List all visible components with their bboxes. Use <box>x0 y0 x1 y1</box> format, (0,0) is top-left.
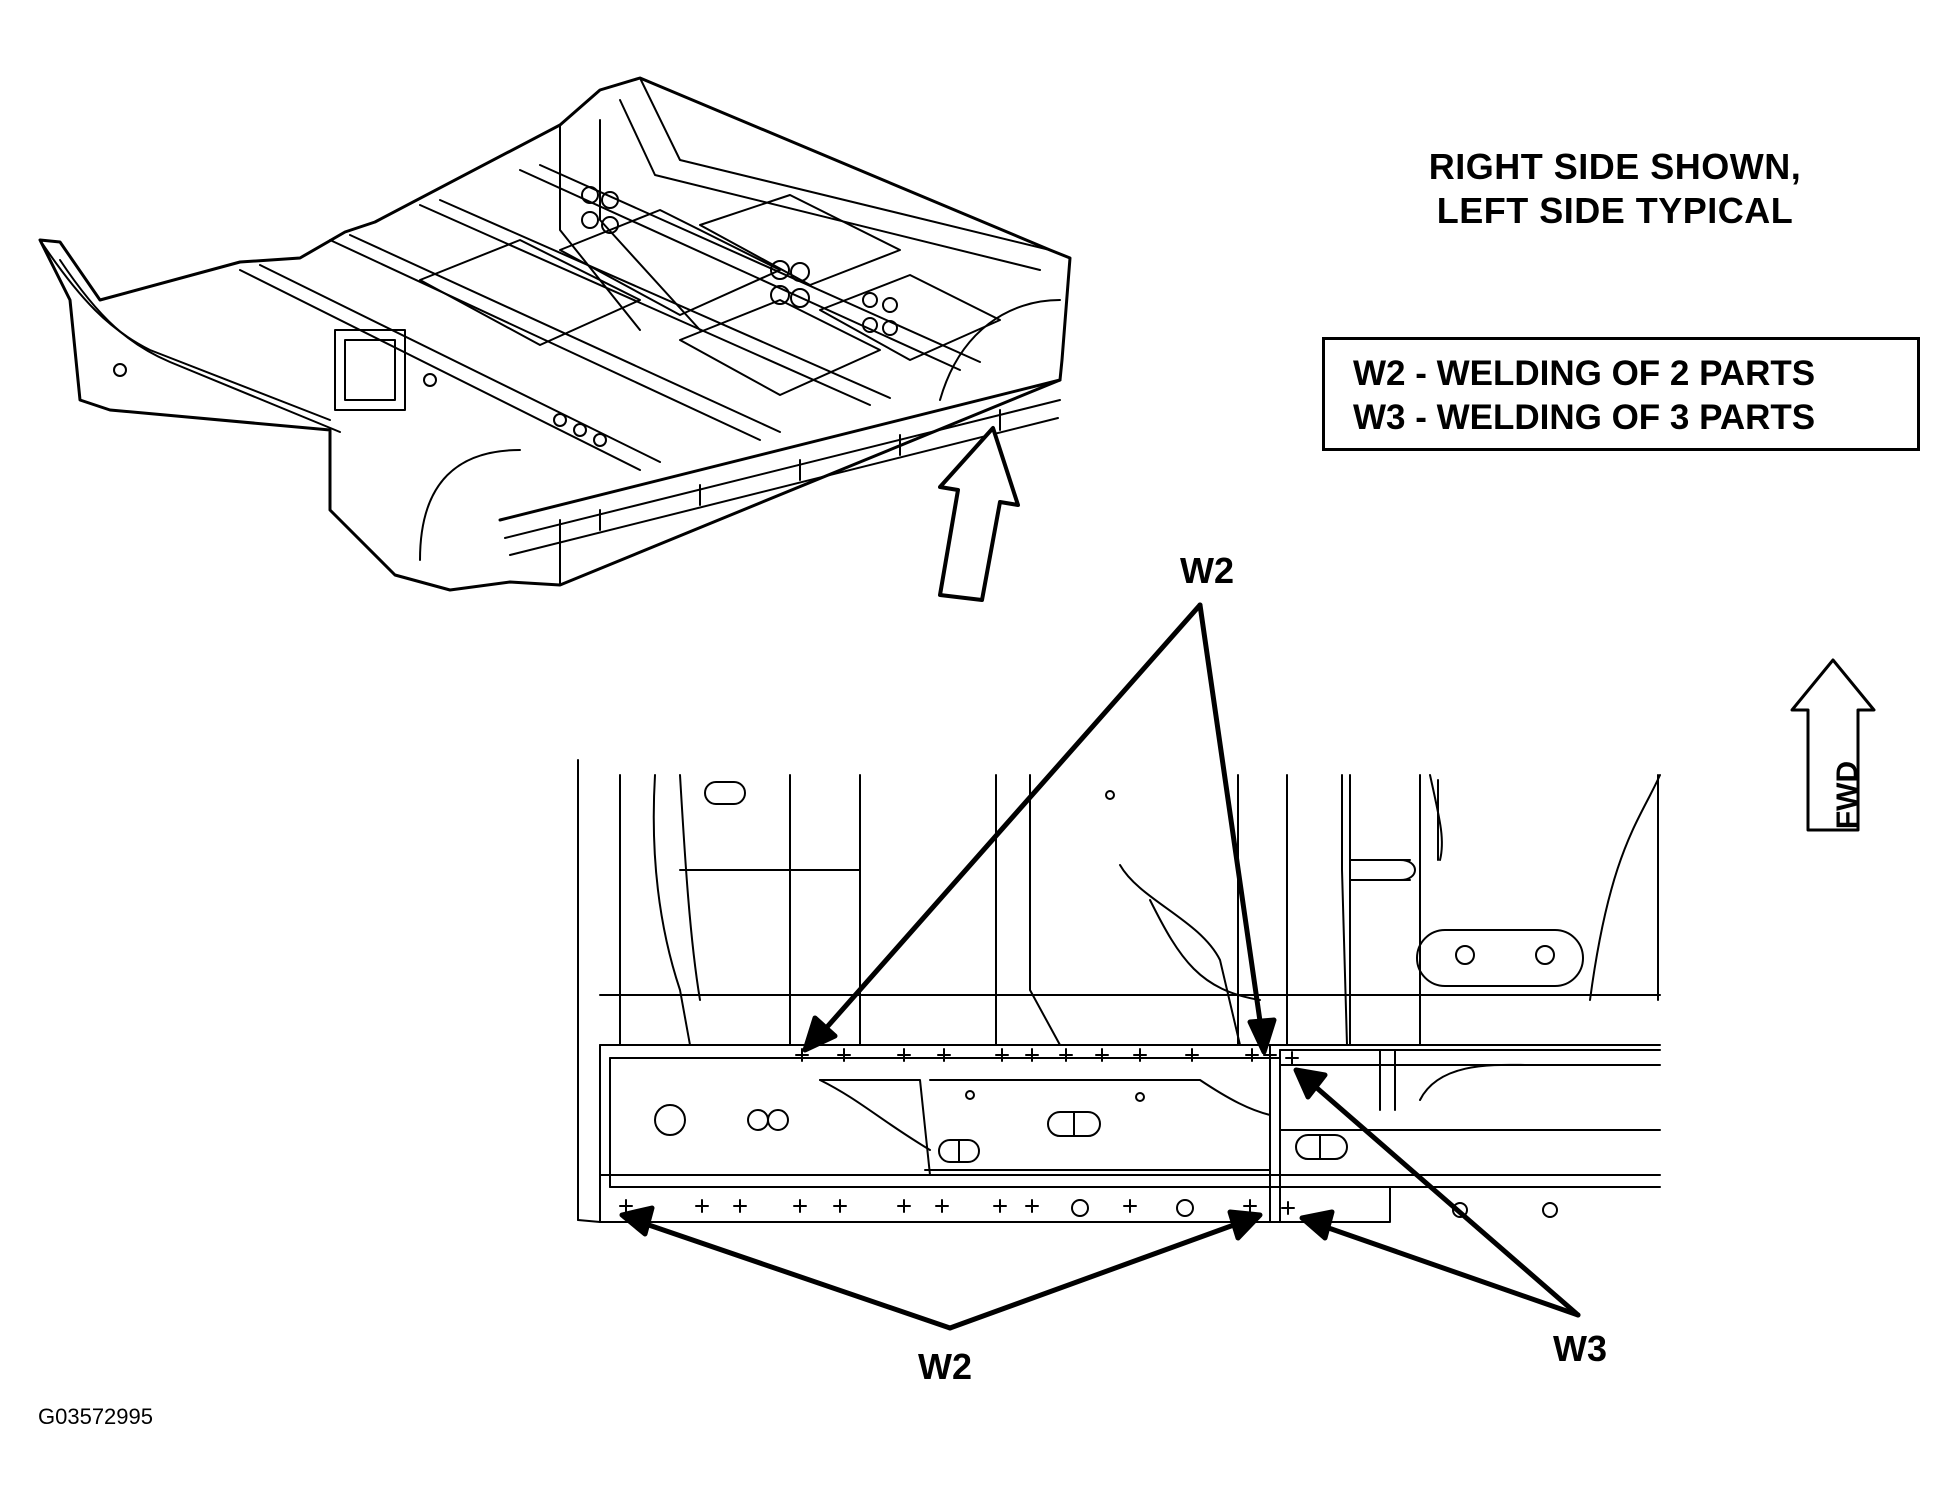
rocker-panel-detail-view <box>577 759 1661 1223</box>
view-caption: RIGHT SIDE SHOWN, LEFT SIDE TYPICAL <box>1385 145 1845 233</box>
callout-w2-bottom: W2 <box>918 1346 972 1387</box>
forward-direction-arrow <box>1790 658 1876 832</box>
caption-line-2: LEFT SIDE TYPICAL <box>1436 190 1794 231</box>
weld-legend: W2 - WELDING OF 2 PARTS W3 - WELDING OF … <box>1322 337 1920 451</box>
fwd-label: FWD <box>1831 760 1864 830</box>
underbody-isometric-view <box>38 76 1072 592</box>
caption-line-1: RIGHT SIDE SHOWN, <box>1428 146 1802 187</box>
legend-w2: W2 - WELDING OF 2 PARTS <box>1353 354 1816 393</box>
callout-w2-top: W2 <box>1180 550 1234 591</box>
figure-id: G03572995 <box>38 1404 153 1429</box>
callout-leaders <box>619 602 1581 1331</box>
view-direction-arrow <box>938 426 1020 602</box>
weld-points <box>619 1048 1299 1215</box>
legend-w3: W3 - WELDING OF 3 PARTS <box>1353 398 1816 437</box>
callout-w3: W3 <box>1553 1328 1607 1369</box>
